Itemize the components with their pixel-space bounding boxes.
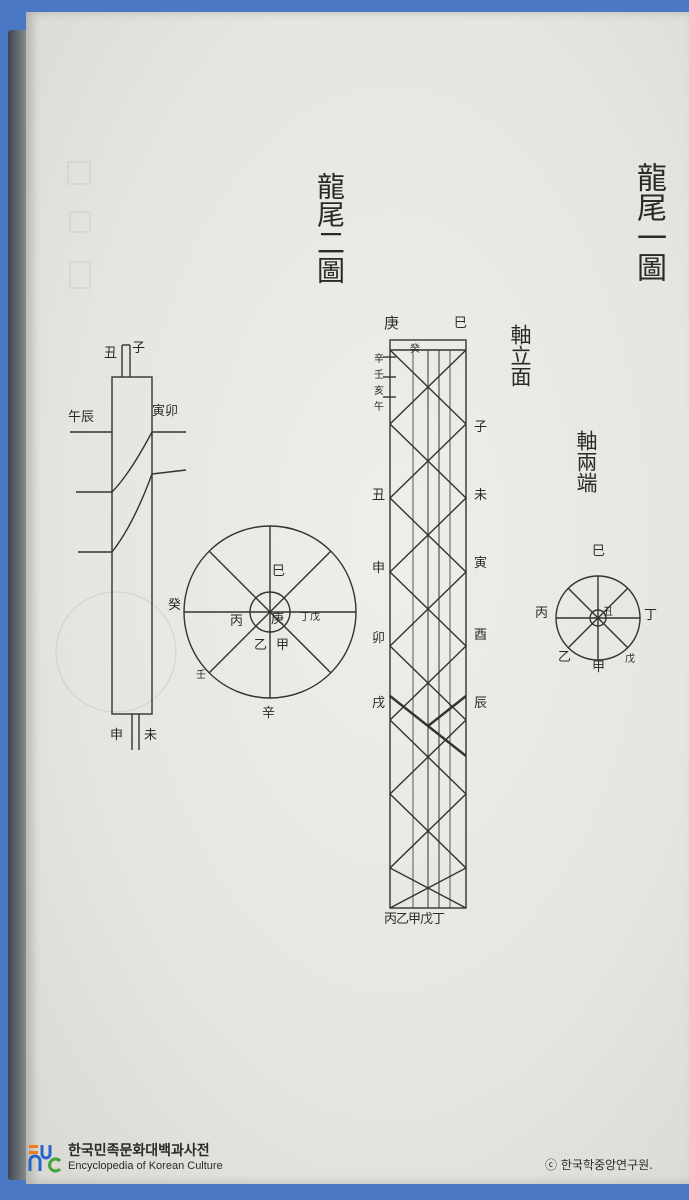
dragon-tail-two-rod [70,344,187,750]
frame-label-top-left: 庚 [384,314,400,332]
frame-left-label: 卯 [372,631,386,646]
frame-label-bottom: 丙乙甲戊丁 [384,912,445,927]
frame-left-label: 壬 [374,370,384,381]
encyclopedia-watermark: 한국민족문화대백과사전 Encyclopedia of Korean Cultu… [28,1143,223,1173]
axle-disc-label-left: 丙 [535,606,549,621]
frame-left-label: 戌 [372,696,386,711]
frame-right-label: 酉 [474,628,488,643]
watermark-korean-title: 한국민족문화대백과사전 [68,1143,210,1160]
disc-label-outer-lower-left: 壬 [196,670,206,681]
frame-label-top-right: 巳 [454,316,468,331]
axle-disc-label-right: 丁 [644,608,658,623]
rod-label-right-upper: 寅卯 [152,404,179,419]
manuscript-page: 龍尾一圖 龍尾二圖 軸立面 軸兩端 丑 子 午辰 寅卯 申 未 巳 癸 丙 庚 … [26,12,689,1184]
disc-label-lower-left: 乙 [254,638,268,653]
disc-label-lower-right: 甲 [276,638,290,653]
bleed-through-marks [55,161,177,713]
rod-label-top-right: 子 [132,341,146,356]
disc-label-center-left: 丙 [230,614,244,629]
ink-drawings [55,161,641,909]
rod-label-left-upper: 午辰 [68,410,95,425]
axle-disc-label-lower-mid: 甲 [592,660,606,675]
axle-disc-label-lower-left: 乙 [558,650,572,665]
rod-label-bottom-right: 未 [144,728,158,743]
frame-right-label: 寅 [474,556,488,571]
axle-disc-label-top: 巳 [592,544,606,559]
axle-end-disc [555,575,641,661]
disc-label-bottom: 辛 [262,706,276,721]
dragon-tail-two-disc [183,525,357,699]
title-axle-both-ends: 軸兩端 [574,430,598,493]
frame-label-top-inner: 癸 [410,344,420,355]
frame-right-label: 辰 [474,696,488,711]
frame-left-label: 申 [372,561,386,576]
frame-left-label: 丑 [372,488,386,503]
frame-right-label: 未 [474,488,488,503]
frame-left-label: 亥 [374,386,384,397]
dragon-tail-one-frame [383,339,468,909]
disc-label-center-right: 丁戊 [300,612,320,623]
disc-label-left-outer: 癸 [168,598,182,613]
rod-label-bottom-left: 申 [110,728,124,743]
disc-label-top: 巳 [272,564,286,579]
axle-disc-label-center: 丑 [603,607,613,618]
frame-left-label: 午 [374,402,384,413]
watermark-english-title: Encyclopedia of Korean Culture [68,1159,223,1172]
frame-right-label: 子 [474,420,488,435]
title-axle-face: 軸立面 [508,324,532,387]
frame-left-label: 辛 [374,354,384,365]
rod-label-top-left: 丑 [104,346,118,361]
axle-disc-label-lower-right: 戊 [625,654,635,665]
disc-label-center: 庚 [271,612,285,627]
title-dragon-tail-two: 龍尾二圖 [313,172,346,284]
title-dragon-tail-one: 龍尾一圖 [631,162,666,282]
copyright-credit: ⓒ 한국학중앙연구원. [545,1158,653,1172]
encyclopedia-logo-icon [28,1143,62,1173]
